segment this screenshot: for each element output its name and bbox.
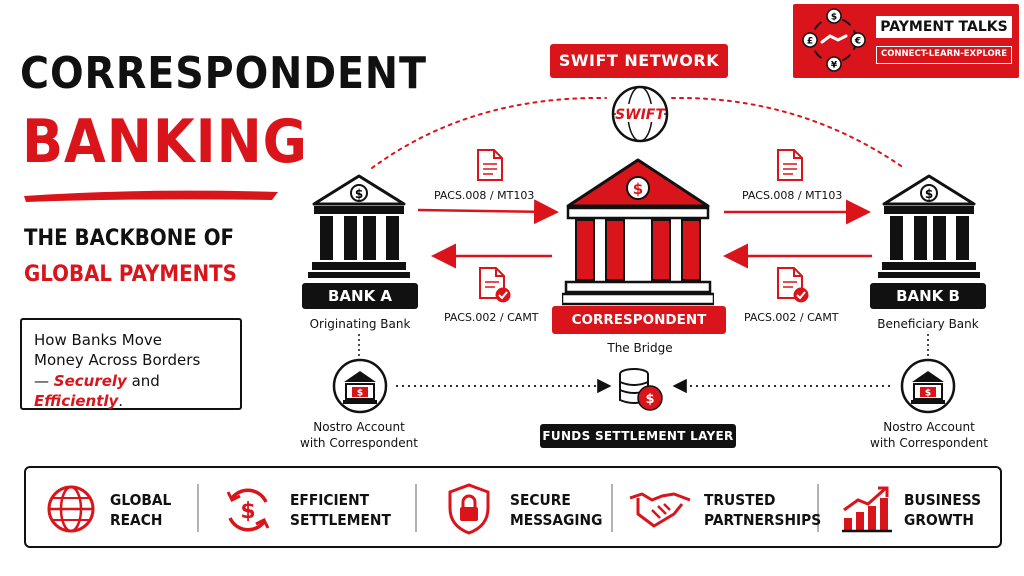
benefit-business-growth: BUSINESS GROWTH <box>904 490 981 531</box>
svg-text:$: $ <box>240 499 255 524</box>
brand-tagline: CONNECT-LEARN-EXPLORE <box>876 46 1012 64</box>
correspondent-bank-role: The Bridge <box>607 341 673 355</box>
document-check-icon <box>777 267 809 303</box>
arrow-a-to-correspondent <box>417 199 559 225</box>
benefit-5-line-2: GROWTH <box>904 511 974 530</box>
swift-network-banner: SWIFT NETWORK <box>550 44 728 78</box>
description-box: How Banks Move Money Across Borders — Se… <box>20 318 242 410</box>
svg-text:$: $ <box>925 389 931 399</box>
correspondent-bank-building-icon: $ <box>562 158 714 306</box>
svg-text:£: £ <box>807 37 813 47</box>
brand-name: PAYMENT TALKS <box>876 16 1012 38</box>
bank-b-tag: BANK B <box>870 283 986 309</box>
svg-text:$: $ <box>355 187 363 201</box>
swift-arc-left <box>371 96 607 169</box>
svg-text:$: $ <box>357 389 363 399</box>
benefit-1-line-2: REACH <box>110 511 163 530</box>
benefit-4-line-2: PARTNERSHIPS <box>704 511 822 530</box>
swift-arc-right <box>671 96 905 169</box>
description-line-1: How Banks Move <box>34 331 162 349</box>
description-securely: Securely <box>53 371 127 390</box>
nostro-a-label: Nostro Account with Correspondent <box>292 420 426 451</box>
nostro-a-label-line-1: Nostro Account <box>313 420 405 434</box>
svg-text:$: $ <box>925 187 933 201</box>
svg-text:$: $ <box>831 13 837 23</box>
document-icon <box>477 149 503 181</box>
coin-stack-icon: $ <box>619 368 663 411</box>
message-right-out: PACS.008 / MT103 <box>742 189 843 202</box>
title-underline-brush <box>24 190 278 202</box>
bank-a-tag: BANK A <box>302 283 418 309</box>
benefit-4-line-1: TRUSTED <box>704 491 776 509</box>
benefit-efficient-settlement: EFFICIENT SETTLEMENT <box>290 490 391 531</box>
bank-a-building-icon: $ <box>308 174 410 278</box>
swift-globe-icon: SWIFT <box>611 85 669 143</box>
svg-text:¥: ¥ <box>831 61 838 71</box>
benefit-2-line-1: EFFICIENT <box>290 491 370 509</box>
benefit-3-line-2: MESSAGING <box>510 511 603 530</box>
funds-settlement-tag: FUNDS SETTLEMENT LAYER <box>540 424 736 448</box>
svg-text:$: $ <box>633 180 643 198</box>
nostro-b-label: Nostro Account with Correspondent <box>862 420 996 451</box>
description-and: and <box>126 371 160 390</box>
nostro-bank-b-icon: $ <box>900 358 956 414</box>
description-dash: — <box>34 371 54 390</box>
brand-currency-cycle-icon: $ £ € ¥ <box>802 8 866 72</box>
description-line-3: — Securely and Efficiently. <box>34 371 228 412</box>
benefit-2-line-2: SETTLEMENT <box>290 511 391 530</box>
nostro-a-label-line-2: with Correspondent <box>300 435 418 450</box>
growth-chart-icon <box>842 486 892 533</box>
shield-lock-icon <box>448 483 490 535</box>
message-left-back: PACS.002 / CAMT <box>444 311 539 324</box>
swift-logo-text: SWIFT <box>615 107 666 123</box>
bank-b-building-icon: $ <box>878 174 980 278</box>
title-line-1: CORRESPONDENT <box>20 48 427 99</box>
subtitle-line-1: THE BACKBONE OF <box>24 226 235 251</box>
bank-a-role: Originating Bank <box>309 317 411 331</box>
message-left-out: PACS.008 / MT103 <box>434 189 535 202</box>
svg-text:$: $ <box>645 392 654 407</box>
handshake-icon <box>629 492 691 528</box>
message-right-back: PACS.002 / CAMT <box>744 311 839 324</box>
svg-text:€: € <box>854 37 861 47</box>
benefit-5-line-1: BUSINESS <box>904 491 982 509</box>
benefit-3-line-1: SECURE <box>510 491 571 509</box>
nostro-bank-a-icon: $ <box>332 358 388 414</box>
document-icon <box>777 149 803 181</box>
bank-b-role: Beneficiary Bank <box>877 317 979 331</box>
nostro-b-label-line-2: with Correspondent <box>870 435 988 450</box>
nostro-b-label-line-1: Nostro Account <box>883 420 975 434</box>
benefit-secure-messaging: SECURE MESSAGING <box>510 490 602 531</box>
globe-icon <box>47 485 95 533</box>
description-efficiently: Efficiently <box>34 391 119 410</box>
benefit-1-line-1: GLOBAL <box>110 491 172 509</box>
description-line-2: Money Across Borders <box>34 351 201 370</box>
description-period: . <box>118 391 124 410</box>
benefit-trusted-partnerships: TRUSTED PARTNERSHIPS <box>704 490 821 531</box>
document-check-icon <box>479 267 511 303</box>
benefit-global-reach: GLOBAL REACH <box>110 490 171 531</box>
benefits-bar <box>24 466 1002 548</box>
subtitle-line-2: GLOBAL PAYMENTS <box>24 262 237 287</box>
dollar-cycle-icon: $ <box>226 488 270 532</box>
title-line-2: BANKING <box>22 107 308 177</box>
correspondent-bank-tag: CORRESPONDENT BANK <box>552 306 726 356</box>
